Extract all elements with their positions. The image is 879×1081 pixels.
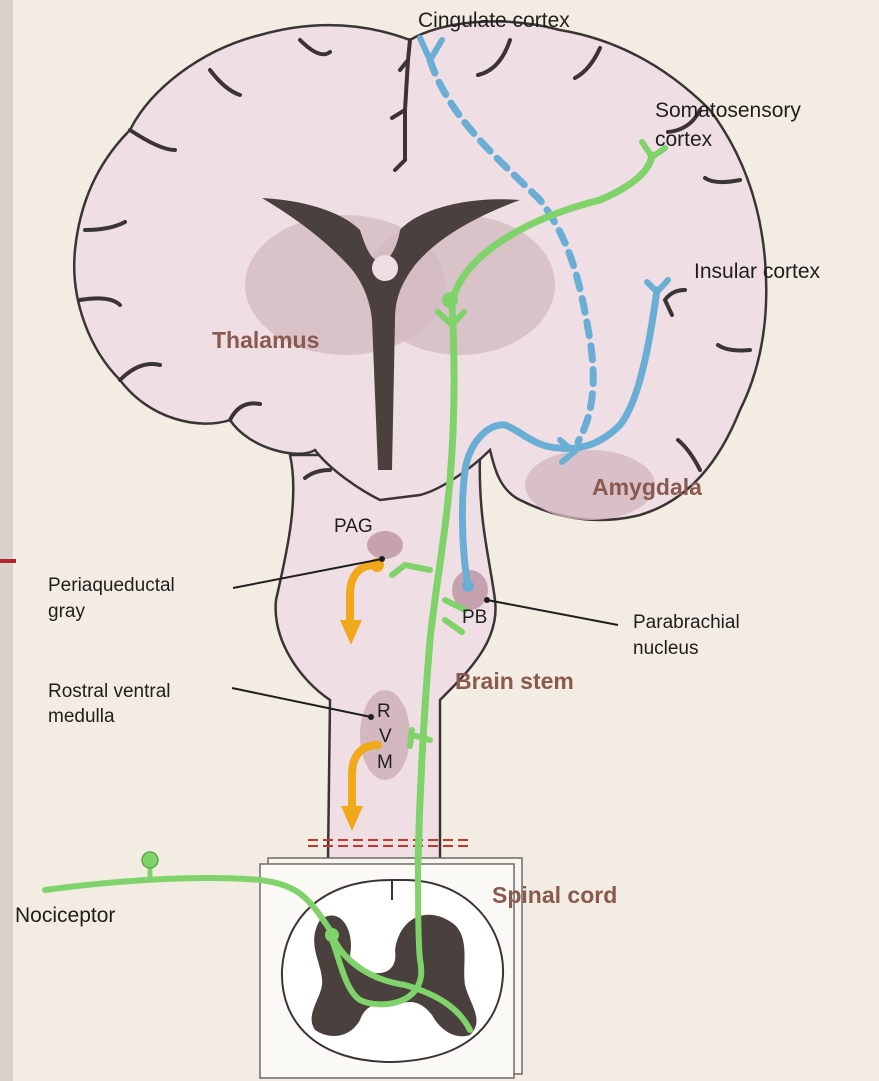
label-parabrachial-line1: Parabrachial (633, 612, 740, 633)
label-nociceptor: Nociceptor (15, 904, 115, 927)
label-somatosensory-line1: Somatosensory (655, 99, 801, 122)
pag-pointer-dot (379, 556, 385, 562)
left-margin-band (0, 0, 13, 1081)
dorsal-horn-soma (325, 928, 339, 942)
label-parabrachial-line2: nucleus (633, 638, 699, 659)
left-margin-tick (0, 559, 16, 563)
pb-pointer-dot (484, 597, 490, 603)
label-thalamus: Thalamus (212, 327, 319, 353)
label-amygdala: Amygdala (592, 474, 702, 500)
pb-terminal (462, 580, 474, 592)
label-rvm-r: R (377, 701, 391, 722)
label-pag: PAG (334, 516, 373, 537)
label-somatosensory-line2: cortex (655, 128, 713, 151)
label-rostral-line1: Rostral ventral (48, 681, 171, 702)
label-brain-stem: Brain stem (455, 668, 574, 694)
nociceptor-soma (142, 852, 158, 868)
rvm-pointer-dot (368, 714, 374, 720)
label-rvm-v: V (379, 726, 392, 747)
third-ventricle-hole (372, 255, 398, 281)
label-rvm-m: M (377, 752, 393, 773)
thalamic-relay-soma (442, 292, 458, 308)
label-periaqueductal-line1: Periaqueductal (48, 575, 175, 596)
label-periaqueductal-line2: gray (48, 601, 85, 622)
label-insular-cortex: Insular cortex (694, 260, 821, 283)
label-rostral-line2: medulla (48, 706, 115, 727)
label-spinal-cord: Spinal cord (492, 882, 617, 908)
label-pb: PB (462, 607, 487, 628)
label-cingulate-cortex: Cingulate cortex (418, 9, 570, 32)
